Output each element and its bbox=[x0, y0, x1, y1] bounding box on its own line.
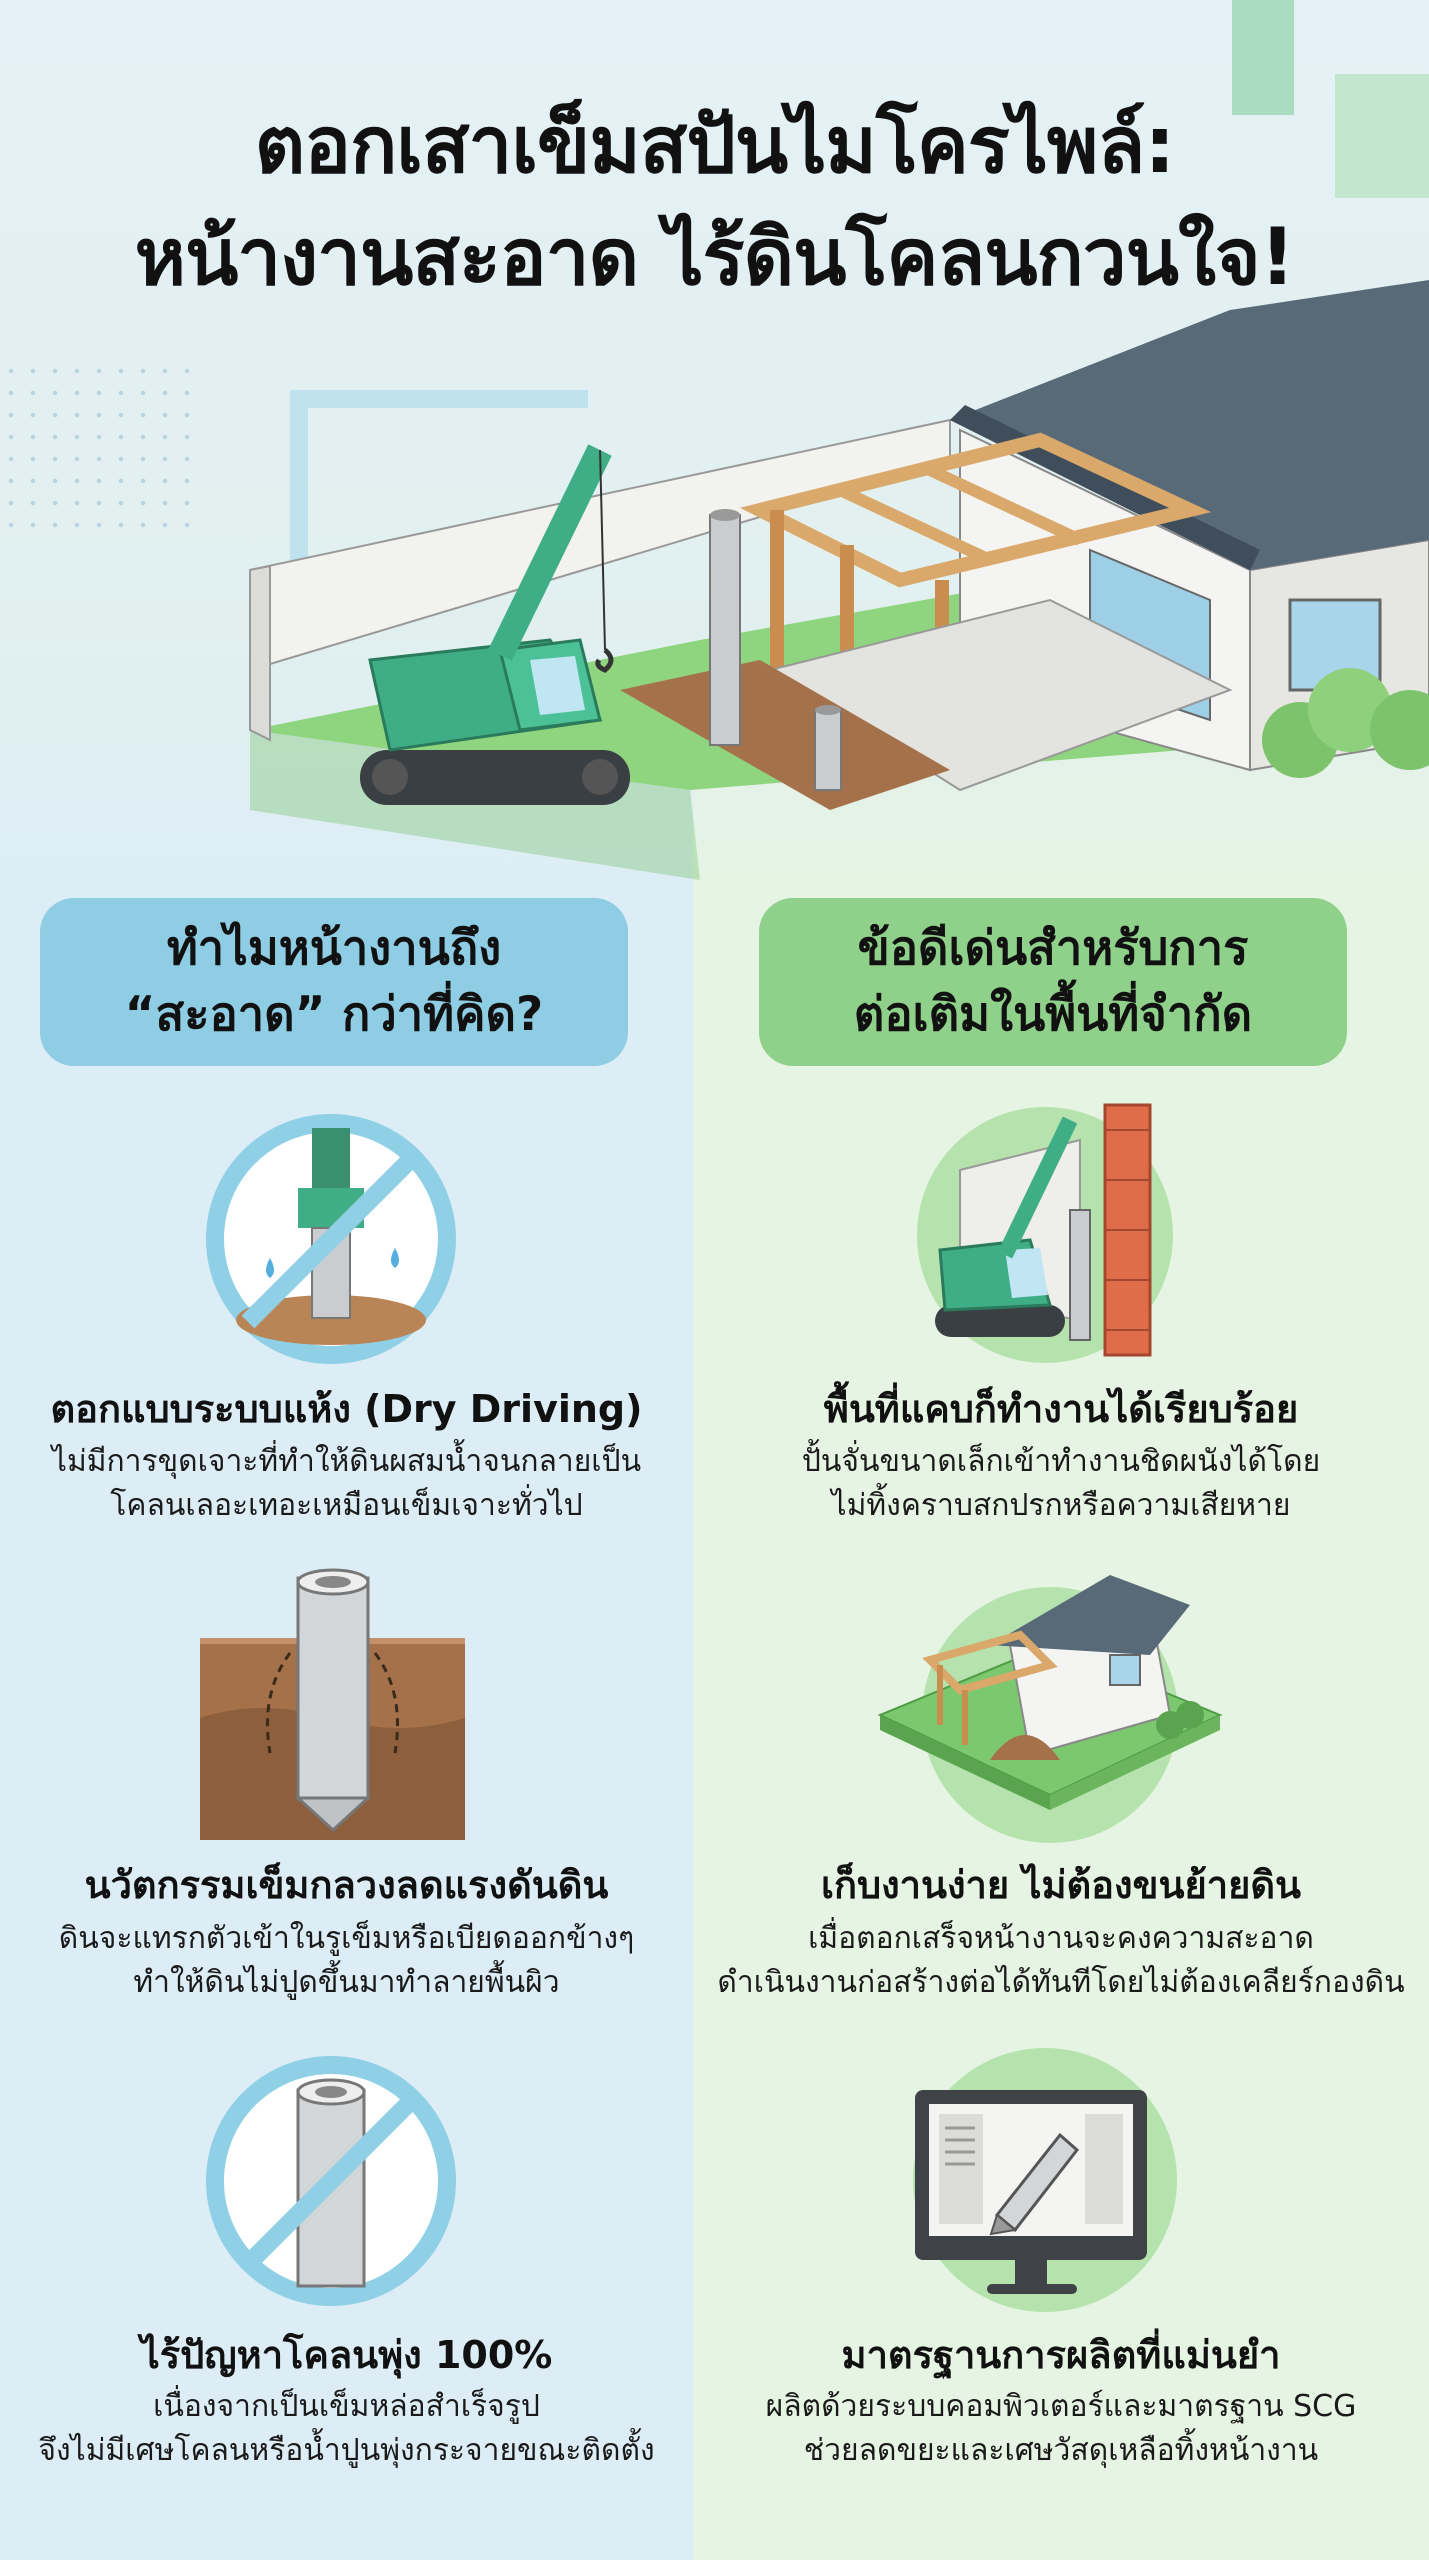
left-card1-desc: ไม่มีการขุดเจาะที่ทำให้ดินผสมน้ำจนกลายเป… bbox=[0, 1440, 693, 1528]
left-card1-title: ตอกแบบระบบแห้ง (Dry Driving) bbox=[50, 1387, 643, 1431]
left-card2-desc-line1: ดินจะแทรกตัวเข้าในรูเข็มหรือเบียดออกข้าง… bbox=[58, 1921, 635, 1956]
house-icon bbox=[877, 1575, 1223, 1843]
dig-pit bbox=[620, 660, 950, 810]
right-card3-desc-line2: ช่วยลดขยะและเศษวัสดุเหลือทิ้งหน้างาน bbox=[803, 2433, 1319, 2468]
right-card3-desc: ผลิตด้วยระบบคอมพิวเตอร์และมาตรฐาน SCG ช่… bbox=[693, 2385, 1429, 2473]
left-card1-desc-line1: ไม่มีการขุดเจาะที่ทำให้ดินผสมน้ำจนกลายเป… bbox=[51, 1444, 642, 1479]
right-card1-title: พื้นที่แคบก็ทำงานได้เรียบร้อย bbox=[823, 1387, 1299, 1431]
right-card1-desc: ปั้นจั่นขนาดเล็กเข้าทำงานชิดผนังได้โดย ไ… bbox=[693, 1440, 1429, 1528]
left-card3-desc-line1: เนื่องจากเป็นเข็มหล่อสำเร็จรูป bbox=[153, 2389, 540, 2424]
right-card2-desc: เมื่อตอกเสร็จหน้างานจะคงความสะอาด ดำเนิน… bbox=[693, 1917, 1429, 2005]
right-card2-title: เก็บงานง่าย ไม่ต้องขนย้ายดิน bbox=[820, 1863, 1302, 1907]
crane bbox=[360, 444, 630, 805]
crane-icon bbox=[917, 1103, 1173, 1363]
left-card3-title: ไร้ปัญหาโคลนพุ่ง 100% bbox=[140, 2333, 553, 2377]
no-mud-icon bbox=[206, 2056, 456, 2306]
right-card2-desc-line1: เมื่อตอกเสร็จหน้างานจะคงความสะอาด bbox=[808, 1921, 1314, 1956]
page-title-line1: ตอกเสาเข็มสปันไมโครไพล์: bbox=[254, 101, 1176, 191]
decor-dots bbox=[0, 360, 200, 540]
left-heading-pill: ทำไมหน้างานถึง “สะอาด” กว่าที่คิด? bbox=[40, 898, 628, 1066]
right-heading-line1: ข้อดีเด่นสำหรับการ bbox=[857, 921, 1249, 976]
left-card3-desc-line2: จึงไม่มีเศษโคลนหรือน้ำปูนพุ่งกระจายขณะติ… bbox=[38, 2433, 655, 2468]
decor-square-right bbox=[1335, 74, 1429, 198]
left-card2-desc: ดินจะแทรกตัวเข้าในรูเข็มหรือเบียดออกข้าง… bbox=[0, 1917, 693, 2005]
left-card3-desc: เนื่องจากเป็นเข็มหล่อสำเร็จรูป จึงไม่มีเ… bbox=[0, 2385, 693, 2473]
left-card2-title: นวัตกรรมเข็มกลวงลดแรงดันดิน bbox=[84, 1863, 609, 1907]
pile-tall bbox=[709, 514, 741, 746]
left-card2-desc-line2: ทำให้ดินไม่ปูดขึ้นมาทำลายพื้นผิว bbox=[133, 1965, 560, 2000]
right-card1-desc-line1: ปั้นจั่นขนาดเล็กเข้าทำงานชิดผนังได้โดย bbox=[801, 1444, 1321, 1479]
right-card1-desc-line2: ไม่ทิ้งคราบสกปรกหรือความเสียหาย bbox=[831, 1488, 1291, 1523]
monitor-icon bbox=[913, 2048, 1177, 2312]
no-water-icon bbox=[206, 1114, 456, 1364]
right-heading-line2: ต่อเติมในพื้นที่จำกัด bbox=[853, 987, 1253, 1042]
right-card2-desc-line2: ดำเนินงานก่อสร้างต่อได้ทันทีโดยไม่ต้องเค… bbox=[717, 1965, 1405, 2000]
left-card1-desc-line2: โคลนเลอะเทอะเหมือนเข็มเจาะทั่วไป bbox=[110, 1488, 583, 1523]
house-roof bbox=[950, 280, 1429, 570]
right-card3-desc-line1: ผลิตด้วยระบบคอมพิวเตอร์และมาตรฐาน SCG bbox=[765, 2389, 1357, 2424]
left-heading-line2: “สะอาด” กว่าที่คิด? bbox=[124, 987, 544, 1042]
hollow-pile-icon bbox=[200, 1568, 465, 1840]
right-heading-pill: ข้อดีเด่นสำหรับการ ต่อเติมในพื้นที่จำกัด bbox=[759, 898, 1347, 1066]
left-heading-line1: ทำไมหน้างานถึง bbox=[166, 921, 502, 976]
decor-square-top-right bbox=[1232, 0, 1294, 115]
right-card3-title: มาตรฐานการผลิตที่แม่นยำ bbox=[841, 2333, 1281, 2377]
pile-short bbox=[814, 709, 842, 791]
hero-illustration bbox=[249, 280, 1429, 880]
page-title: ตอกเสาเข็มสปันไมโครไพล์: หน้างานสะอาด ไร… bbox=[0, 90, 1429, 314]
page-title-line2: หน้างานสะอาด ไร้ดินโคลนกวนใจ! bbox=[134, 213, 1296, 303]
